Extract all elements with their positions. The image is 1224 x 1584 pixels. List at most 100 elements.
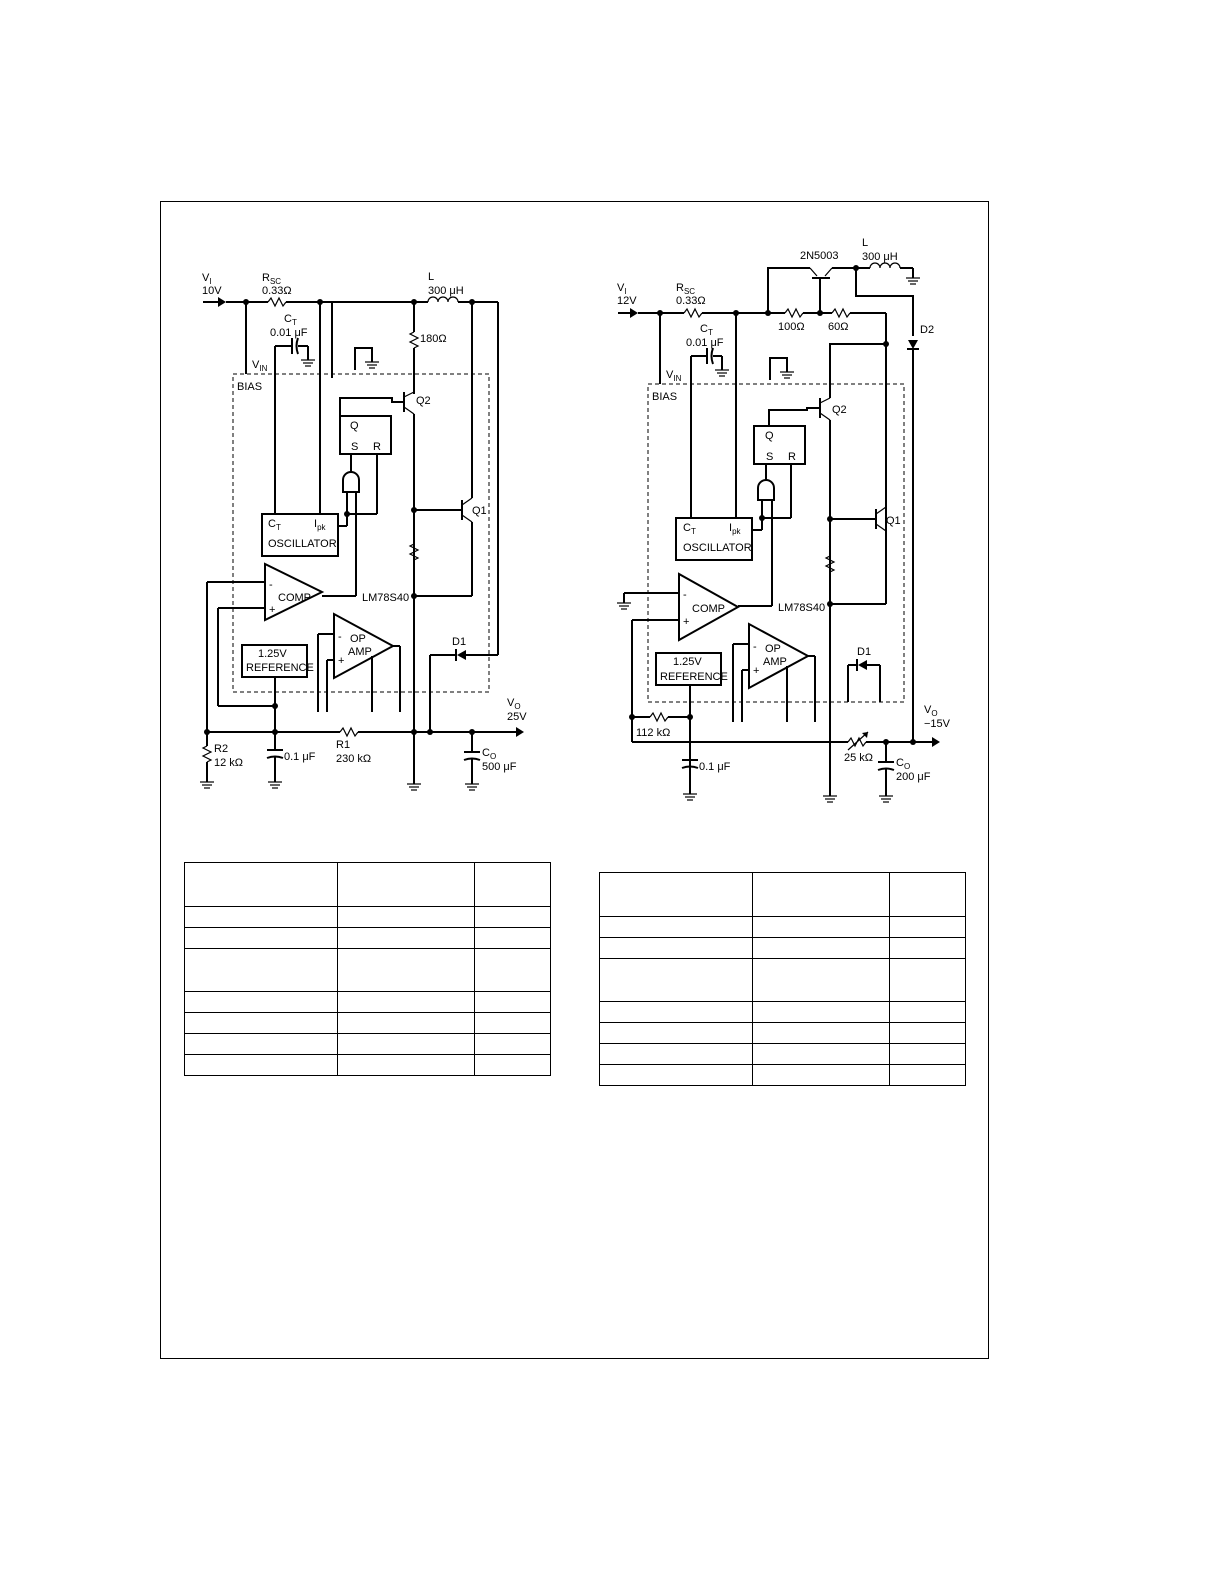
ref-label-1-r: 1.25V xyxy=(673,656,702,668)
ref-label-1: 1.25V xyxy=(258,648,287,660)
comp-minus: - xyxy=(269,579,273,591)
ff-q-label-r: Q xyxy=(765,430,774,442)
table-row xyxy=(184,1033,551,1055)
q2-label: Q2 xyxy=(416,395,431,407)
opamp-minus-r: - xyxy=(753,641,757,653)
d1-label-r: D1 xyxy=(857,646,871,658)
vo-label-r: VO xyxy=(924,704,938,718)
vo-value-r: −15V xyxy=(924,718,951,730)
table-row xyxy=(184,1054,551,1076)
table-row xyxy=(184,862,551,907)
rsc-label: RSC xyxy=(262,272,281,286)
co-value-r: 200 μF xyxy=(896,771,931,783)
chip-label-r: LM78S40 xyxy=(778,602,825,614)
left-parameter-table xyxy=(184,862,551,1076)
pot-label: 25 kΩ xyxy=(844,752,873,764)
vo-value: 25V xyxy=(507,711,527,723)
opamp-label-1: OP xyxy=(350,633,366,645)
opamp-plus: + xyxy=(338,655,344,667)
table-row xyxy=(599,1022,966,1044)
table-row xyxy=(184,948,551,992)
ff-r-label: R xyxy=(373,441,381,453)
comp-label: COMP xyxy=(278,592,311,604)
osc-ipk-label: Ipk xyxy=(314,518,327,532)
comp-minus-r: - xyxy=(683,589,687,601)
r100-label: 100Ω xyxy=(778,321,805,333)
osc-ct-label-r: CT xyxy=(683,522,696,536)
opamp-label-2: AMP xyxy=(348,646,372,658)
r1-value: 230 kΩ xyxy=(336,753,371,765)
r2-label: R2 xyxy=(214,743,228,755)
ct-value: 0.01 μF xyxy=(270,327,308,339)
inverting-schematic: VI 12V RSC 0.33Ω CT 0.01 μF 2N5003 L 300… xyxy=(617,237,951,803)
comp-label-r: COMP xyxy=(692,603,725,615)
rsc-value: 0.33Ω xyxy=(262,285,292,297)
ext-transistor-label: 2N5003 xyxy=(800,250,839,262)
oscillator-label-r: OSCILLATOR xyxy=(683,542,752,554)
step-up-schematic: VI 10V RSC 0.33Ω CT 0.01 μF L 300 μH 180… xyxy=(200,271,527,791)
table-row xyxy=(599,1043,966,1065)
r1-label: R1 xyxy=(336,739,350,751)
table-row xyxy=(599,1001,966,1023)
vin-label: VI xyxy=(202,272,212,286)
table-row xyxy=(599,1064,966,1086)
table-row xyxy=(599,872,966,917)
opamp-plus-r: + xyxy=(753,665,759,677)
r180-label: 180Ω xyxy=(420,333,447,345)
rsc-value-r: 0.33Ω xyxy=(676,295,706,307)
ff-q-label: Q xyxy=(350,420,359,432)
table-row xyxy=(184,927,551,949)
vin-value-r: 12V xyxy=(617,295,637,307)
vin-value: 10V xyxy=(202,285,222,297)
l-value: 300 μH xyxy=(428,285,464,297)
co-value: 500 μF xyxy=(482,761,517,773)
bias-label: BIAS xyxy=(237,381,262,393)
ff-s-label-r: S xyxy=(766,451,773,463)
ff-s-label: S xyxy=(351,441,358,453)
r112-label: 112 kΩ xyxy=(636,727,670,739)
vin-label-r: VI xyxy=(617,282,627,296)
l-label: L xyxy=(428,271,434,283)
vin-pin-label: VIN xyxy=(252,359,268,373)
cap-value-r: 0.1 μF xyxy=(699,761,731,773)
figure-frame xyxy=(160,201,989,1359)
osc-ct-label: CT xyxy=(268,518,281,532)
comp-plus-r: + xyxy=(683,616,689,628)
table-row xyxy=(184,991,551,1013)
opamp-label-2-r: AMP xyxy=(763,656,787,668)
chip-label: LM78S40 xyxy=(362,592,409,604)
vin-pin-label-r: VIN xyxy=(666,369,682,383)
q2-label-r: Q2 xyxy=(832,404,847,416)
opamp-label-1-r: OP xyxy=(765,643,781,655)
vo-label: VO xyxy=(507,697,521,711)
l-value-r: 300 μH xyxy=(862,251,898,263)
comp-plus: + xyxy=(269,604,275,616)
q1-label: Q1 xyxy=(472,505,487,517)
ct-label: CT xyxy=(284,313,297,327)
opamp-minus: - xyxy=(338,631,342,643)
osc-ipk-label-r: Ipk xyxy=(729,522,742,536)
oscillator-label: OSCILLATOR xyxy=(268,538,337,550)
table-row xyxy=(599,916,966,938)
cap-value: 0.1 μF xyxy=(284,751,316,763)
co-label: CO xyxy=(482,747,496,761)
table-row xyxy=(184,906,551,928)
table-row xyxy=(184,1012,551,1034)
rsc-label-r: RSC xyxy=(676,282,695,296)
right-parameter-table xyxy=(599,872,966,1086)
r60-label: 60Ω xyxy=(828,321,848,333)
table-row xyxy=(599,937,966,959)
ff-r-label-r: R xyxy=(788,451,796,463)
ref-label-2-r: REFERENCE xyxy=(660,671,728,683)
l-label-r: L xyxy=(862,237,868,249)
ct-label-r: CT xyxy=(700,323,713,337)
r2-value: 12 kΩ xyxy=(214,757,243,769)
d2-label: D2 xyxy=(920,324,934,336)
q1-label-r: Q1 xyxy=(886,515,901,527)
bias-label-r: BIAS xyxy=(652,391,677,403)
d1-label: D1 xyxy=(452,636,466,648)
co-label-r: CO xyxy=(896,757,910,771)
ref-label-2: REFERENCE xyxy=(246,662,314,674)
ct-value-r: 0.01 μF xyxy=(686,337,724,349)
table-row xyxy=(599,958,966,1002)
